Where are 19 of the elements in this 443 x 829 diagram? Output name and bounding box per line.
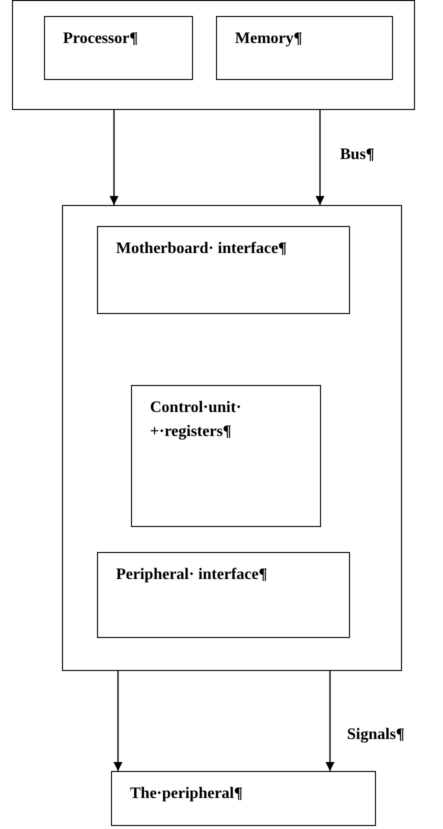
component-box bbox=[111, 771, 376, 826]
component-box bbox=[97, 552, 350, 638]
arrow bbox=[114, 671, 122, 771]
box-label: Peripheral· interface¶ bbox=[116, 565, 268, 585]
component-box bbox=[216, 16, 393, 80]
component-box bbox=[97, 226, 350, 314]
box-label: The·peripheral¶ bbox=[130, 784, 244, 804]
container-box bbox=[62, 205, 402, 671]
box-label: Memory¶ bbox=[235, 29, 304, 49]
component-box bbox=[131, 385, 321, 527]
component-box bbox=[44, 16, 193, 80]
arrow bbox=[316, 110, 324, 205]
box-label: Motherboard· interface¶ bbox=[116, 239, 288, 259]
arrow bbox=[110, 110, 118, 205]
edge-label: Signals¶ bbox=[347, 725, 405, 745]
arrow bbox=[326, 671, 334, 771]
box-label: Processor¶ bbox=[63, 29, 139, 49]
box-label: Control·unit· +·registers¶ bbox=[150, 398, 242, 442]
container-box bbox=[12, 0, 415, 110]
